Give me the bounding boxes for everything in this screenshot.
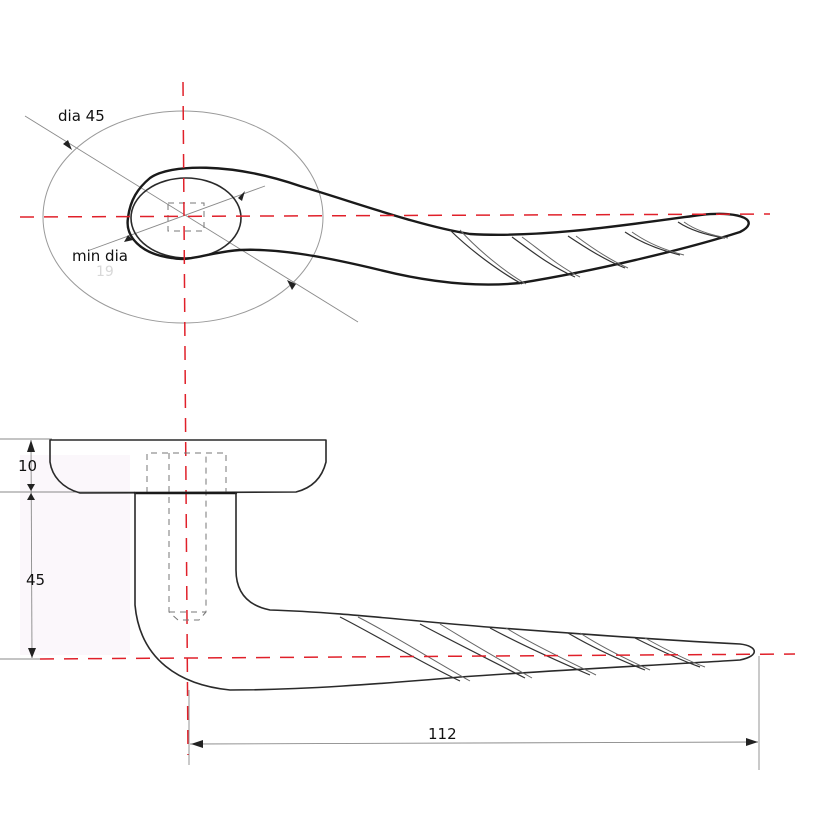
top-view: dia 45 min dia 19: [19, 107, 771, 324]
min-dia-label: min dia: [72, 247, 128, 265]
dia-arrow-upper: [63, 140, 72, 150]
dim-45-arrow-top: [27, 493, 35, 500]
dia-45-label: dia 45: [58, 107, 105, 125]
dim-line-112: [189, 741, 759, 745]
paper-tint: [20, 455, 130, 655]
dim-112-arrow-left: [191, 740, 203, 748]
vertical-centerline: [182, 81, 189, 756]
min-dia-circle: [130, 177, 242, 259]
dim-45-arrow-bottom: [28, 648, 36, 658]
min-dia-leader: [89, 185, 266, 251]
min-dia-arrow-left: [124, 235, 133, 242]
side-grooves: [339, 616, 706, 682]
lever-side-outline: [134, 492, 756, 691]
dim-112-arrow-right: [746, 738, 758, 746]
dim-112-label: 112: [428, 725, 457, 743]
top-grooves: [449, 221, 729, 285]
rose-plate: [49, 439, 327, 494]
dia-dimension-line: [24, 115, 359, 323]
top-centerline-h: [19, 213, 771, 218]
lever-top-outline: [126, 166, 750, 286]
side-view: 10 45 112: [0, 438, 796, 770]
faint-19-label: 19: [96, 264, 114, 280]
dim-45-label: 45: [26, 571, 45, 589]
dim-line-vertical: [30, 439, 33, 659]
side-centerline-h: [39, 653, 796, 660]
dim-10-arrow-top: [27, 440, 35, 452]
min-dia-arrow-right: [238, 191, 245, 201]
dim-10-label: 10: [18, 457, 37, 475]
dia-arrow-lower: [287, 280, 296, 290]
screw-hidden: [146, 452, 227, 621]
dim-10-arrow-bottom: [27, 484, 35, 491]
